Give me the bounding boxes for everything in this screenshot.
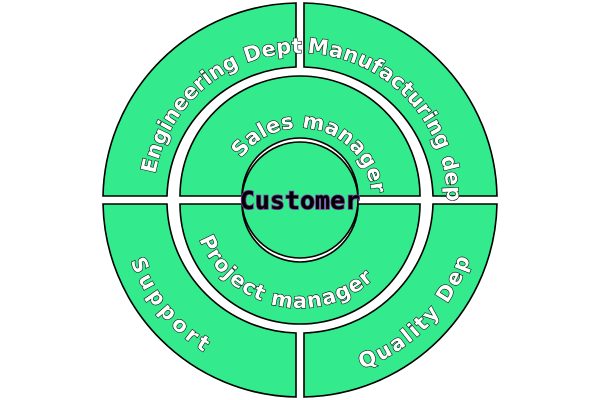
outer-segment-manufacturing-dep bbox=[303, 2, 498, 197]
customer-circle bbox=[241, 141, 359, 259]
outer-segment-support bbox=[102, 203, 297, 398]
customer-label: Customer bbox=[240, 186, 360, 215]
outer-segment-engineering-dept bbox=[102, 2, 297, 197]
inner-segment-project-manager bbox=[179, 203, 421, 325]
outer-segment-quality-dep bbox=[303, 203, 498, 398]
inner-segment-sales-manager bbox=[179, 75, 421, 197]
